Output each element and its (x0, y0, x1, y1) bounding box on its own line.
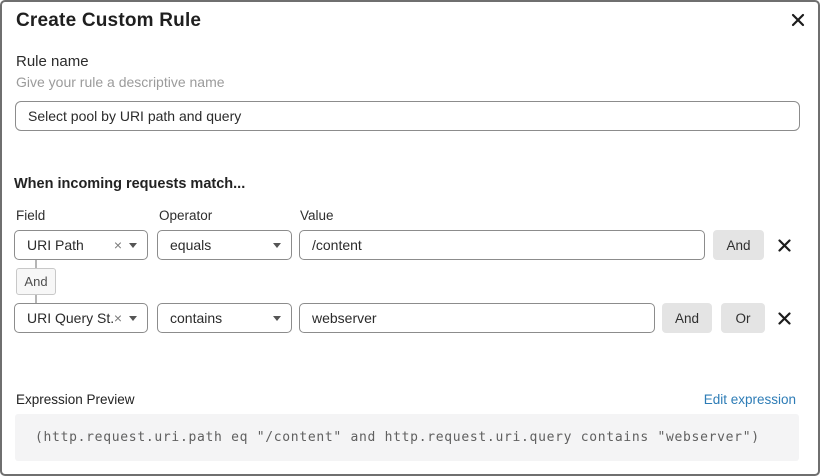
remove-row1-button[interactable] (774, 235, 794, 255)
expression-code: (http.request.uri.path eq "/content" and… (35, 430, 760, 445)
operator-select-row2-value: contains (170, 310, 223, 326)
operator-select-row2[interactable]: contains (157, 303, 292, 333)
chevron-down-icon (129, 242, 137, 248)
expression-code-block: (http.request.uri.path eq "/content" and… (15, 414, 799, 461)
remove-icon (777, 238, 791, 252)
field-select-row1-value: URI Path (27, 237, 84, 253)
or-button-row2[interactable]: Or (721, 303, 765, 333)
expression-preview-label: Expression Preview (16, 392, 135, 407)
column-label-value: Value (300, 208, 334, 223)
field-select-row2[interactable]: URI Query St... × (14, 303, 148, 333)
clear-field-row2-icon[interactable]: × (113, 310, 122, 326)
value-input-row1[interactable] (299, 230, 705, 260)
dialog-title: Create Custom Rule (16, 10, 202, 31)
operator-select-row1[interactable]: equals (157, 230, 292, 260)
column-label-operator: Operator (159, 208, 213, 223)
column-label-field: Field (16, 208, 46, 223)
value-input-row2[interactable] (299, 303, 655, 333)
connector-line-bottom (35, 295, 37, 303)
rule-name-helper: Give your rule a descriptive name (16, 74, 225, 90)
clear-field-row1-icon[interactable]: × (113, 237, 122, 253)
remove-row2-button[interactable] (774, 308, 794, 328)
connector-line-top (35, 260, 37, 268)
close-button[interactable] (788, 10, 808, 30)
match-heading: When incoming requests match... (14, 176, 246, 192)
edit-expression-link[interactable]: Edit expression (703, 392, 796, 407)
operator-select-row1-value: equals (170, 237, 212, 253)
rule-name-input[interactable] (15, 101, 800, 131)
remove-icon (777, 311, 791, 325)
rule-name-label: Rule name (16, 53, 89, 70)
field-select-row2-value: URI Query St... (27, 310, 114, 326)
and-button-row2[interactable]: And (662, 303, 712, 333)
close-icon (791, 13, 805, 27)
chevron-down-icon (273, 242, 281, 248)
connector-and-badge: And (16, 268, 56, 295)
chevron-down-icon (129, 315, 137, 321)
chevron-down-icon (273, 315, 281, 321)
field-select-row1[interactable]: URI Path × (14, 230, 148, 260)
and-button-row1[interactable]: And (713, 230, 764, 260)
